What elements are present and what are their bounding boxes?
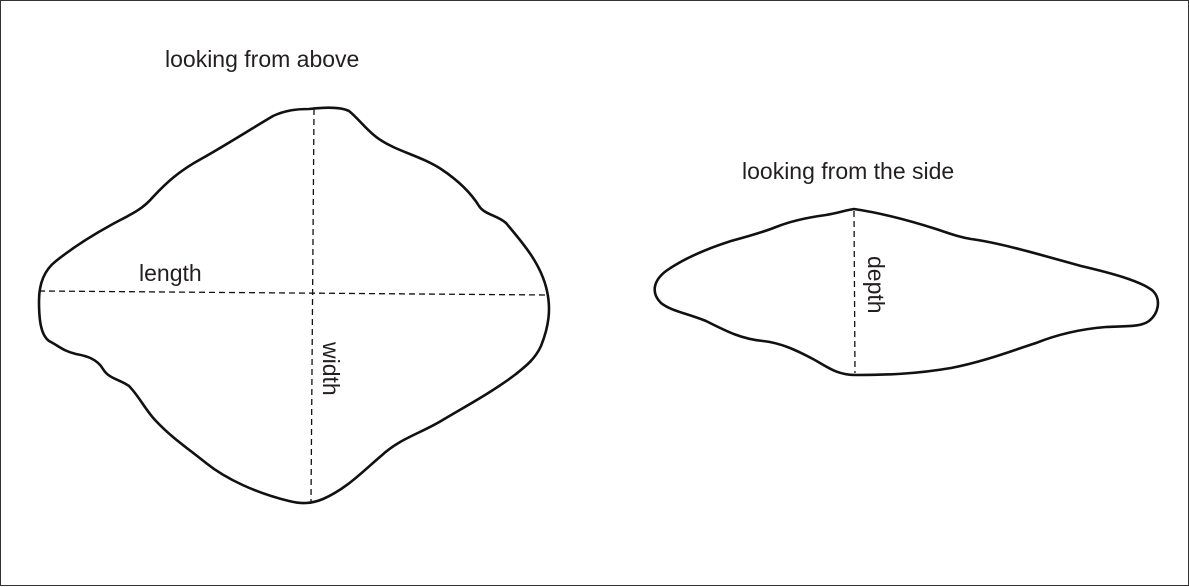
depth-label: depth [863,256,889,314]
side-view-caption: looking from the side [742,158,954,184]
top-view-outline [39,108,549,503]
top-view: looking from above length width [39,46,549,503]
top-view-caption: looking from above [165,46,359,72]
length-label: length [139,260,202,286]
width-dimension-line [311,109,314,501]
depth-dimension-line [854,211,855,373]
width-label: width [318,341,344,396]
side-view-outline [655,209,1158,375]
length-dimension-line [39,291,547,295]
side-view: looking from the side depth [655,158,1158,375]
